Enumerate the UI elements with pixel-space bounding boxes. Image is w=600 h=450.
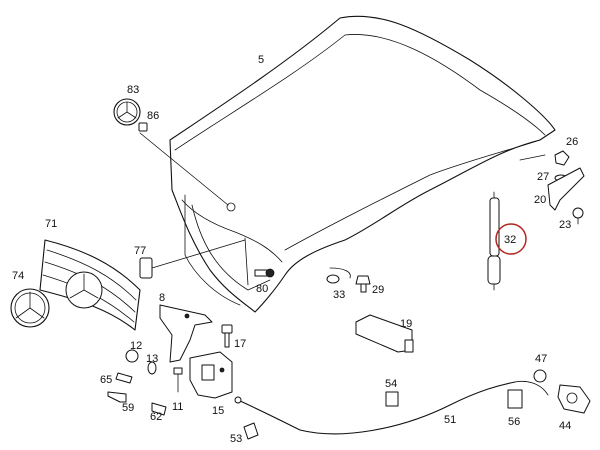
callout-11: 11 <box>172 401 183 413</box>
callout-51: 51 <box>444 414 456 426</box>
emblem-nut <box>138 122 148 132</box>
callout-29: 29 <box>372 284 384 296</box>
washer-13 <box>147 361 157 375</box>
callout-19: 19 <box>400 318 412 330</box>
callout-65: 65 <box>100 374 112 386</box>
callout-59: 59 <box>122 402 134 414</box>
callout-44: 44 <box>559 420 571 432</box>
callout-15: 15 <box>212 405 224 417</box>
cable-clip-54 <box>385 391 399 407</box>
callout-77: 77 <box>134 245 146 257</box>
callout-8: 8 <box>159 292 165 304</box>
grille-star-emblem <box>10 288 50 328</box>
hood-latch-19 <box>355 314 414 353</box>
callout-71: 71 <box>45 218 57 230</box>
gas-strut <box>487 191 501 291</box>
rubber-bumper <box>326 274 340 284</box>
callout-20: 20 <box>534 194 546 206</box>
callout-5: 5 <box>258 54 264 66</box>
callout-23: 23 <box>559 219 571 231</box>
callout-33: 33 <box>333 289 345 301</box>
screw-80 <box>254 268 275 278</box>
screw-12 <box>125 349 139 363</box>
callout-74: 74 <box>12 270 24 282</box>
callout-80: 80 <box>256 283 268 295</box>
callout-26: 26 <box>566 136 578 148</box>
callout-12: 12 <box>130 340 142 352</box>
release-cable <box>234 380 549 435</box>
hood-panel <box>169 15 556 313</box>
radiator-grille <box>39 239 141 331</box>
bolt-11 <box>173 367 183 393</box>
callout-47: 47 <box>535 353 547 365</box>
callout-56: 56 <box>508 416 520 428</box>
highlight-ring <box>495 223 527 255</box>
bolt-17 <box>221 324 233 348</box>
grille-clip <box>139 239 246 279</box>
release-handle <box>557 384 591 414</box>
clip-59 <box>107 391 127 403</box>
callout-17: 17 <box>234 338 246 350</box>
callout-32: 32 <box>504 234 516 246</box>
hood-hinge <box>547 150 585 225</box>
fastener-47 <box>533 369 547 383</box>
callout-83: 83 <box>127 84 139 96</box>
clip-65 <box>115 372 133 384</box>
clip-62 <box>151 402 167 416</box>
guide-56 <box>507 389 523 409</box>
hood-star-emblem <box>113 98 141 126</box>
lock-bracket <box>159 304 213 363</box>
clip-53 <box>243 422 259 440</box>
callout-86: 86 <box>147 110 159 122</box>
bumper-stop <box>355 275 371 293</box>
callout-27: 27 <box>537 171 549 183</box>
callout-54: 54 <box>385 378 397 390</box>
callout-13: 13 <box>146 353 158 365</box>
callout-53: 53 <box>230 433 242 445</box>
lock-assembly <box>189 351 233 399</box>
leader-83 <box>139 132 229 206</box>
callout-62: 62 <box>150 411 162 423</box>
